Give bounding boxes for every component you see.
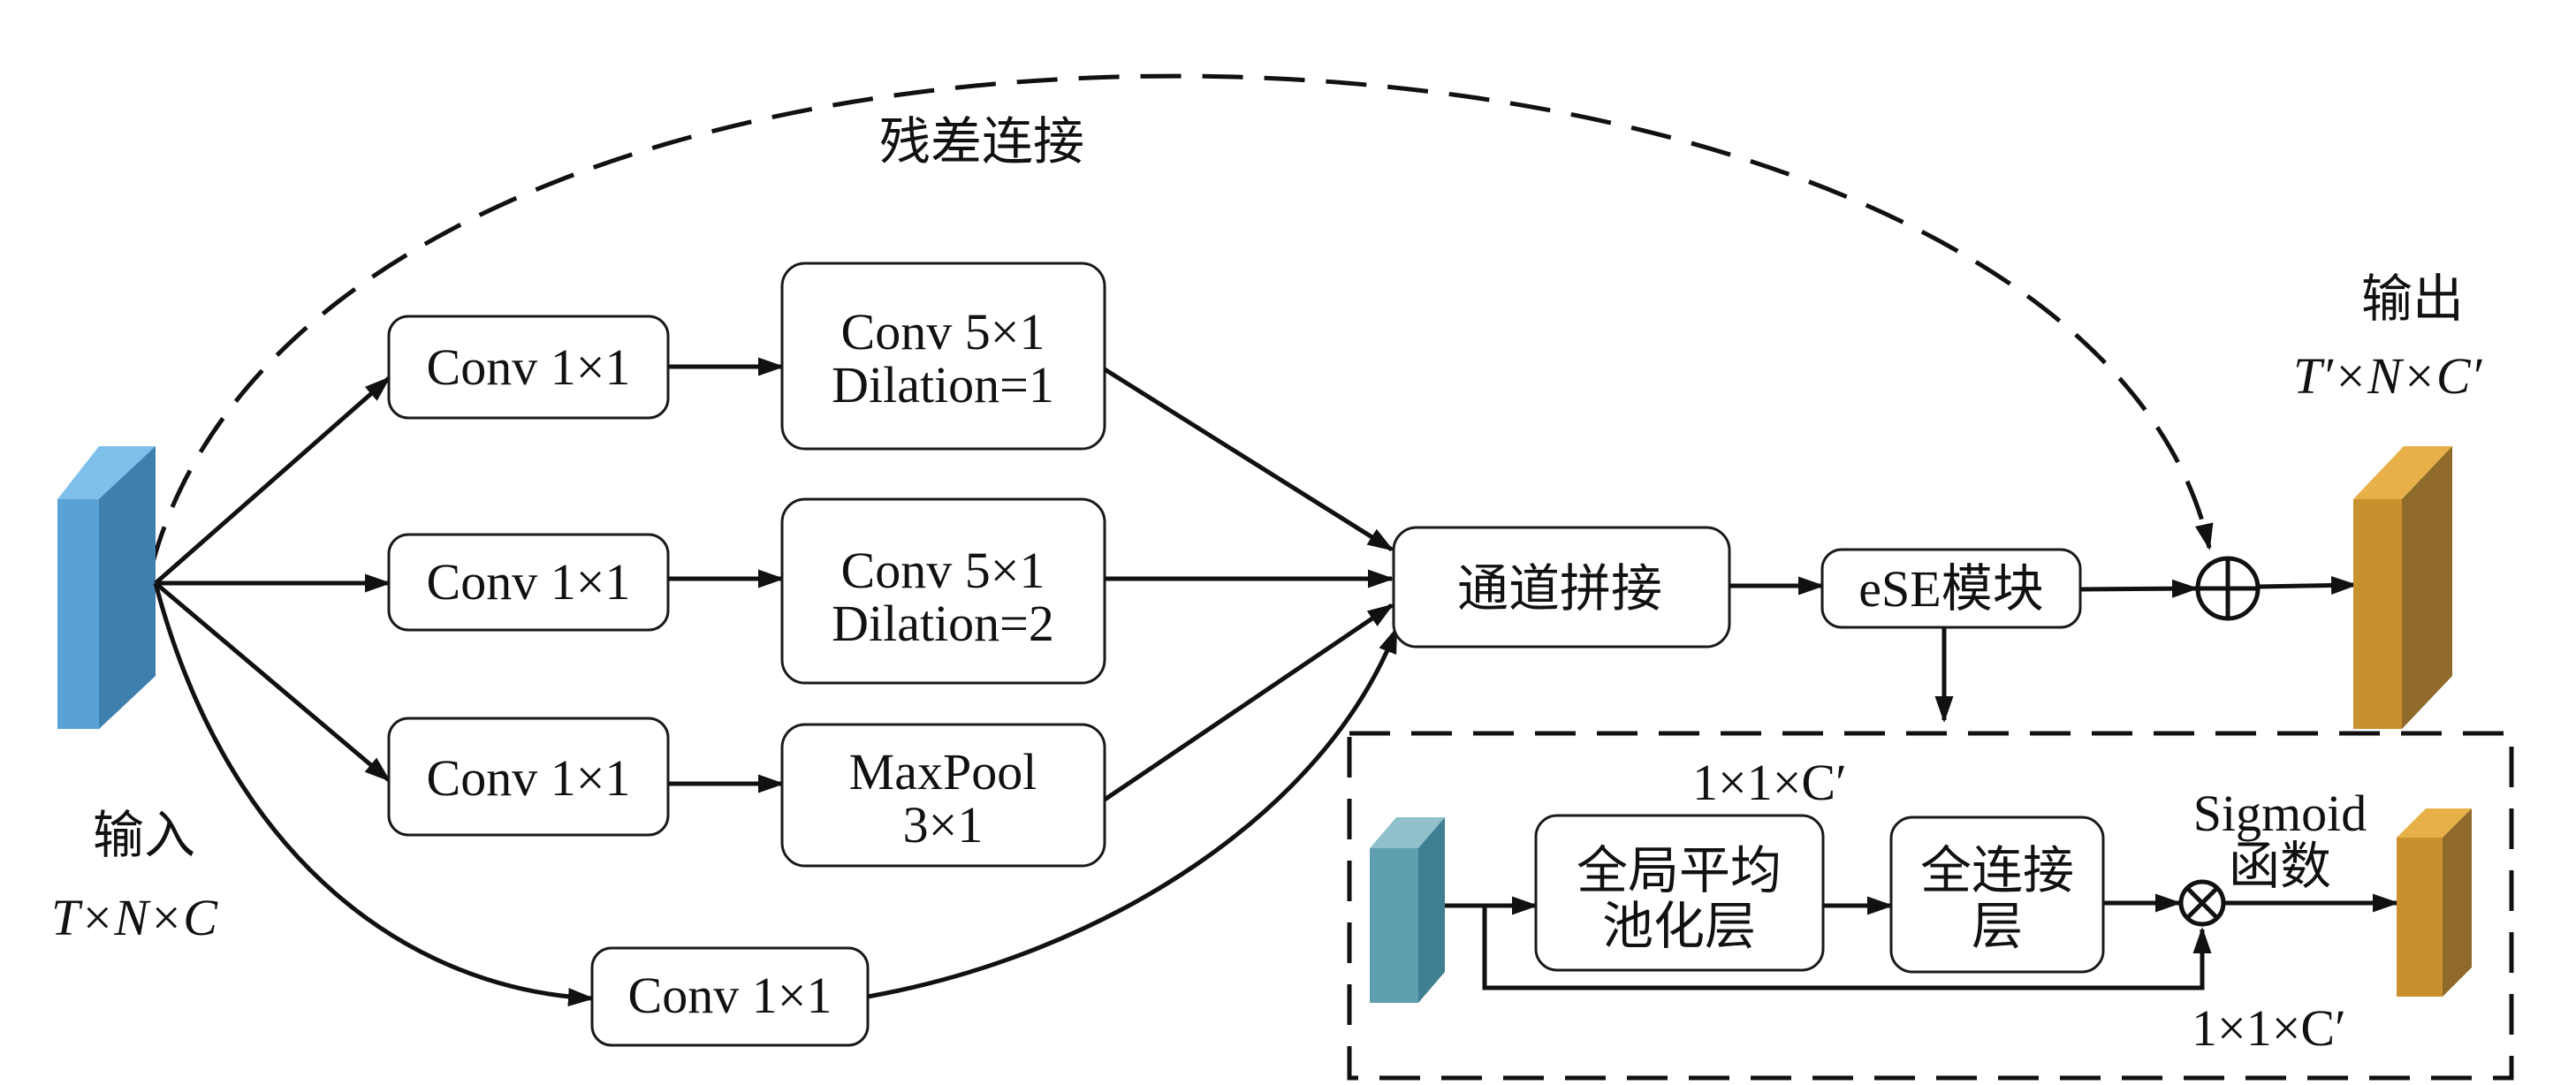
svg-text:全局平均: 全局平均 (1577, 842, 1782, 899)
input-tensor-front (57, 499, 99, 729)
svg-text:池化层: 池化层 (1602, 898, 1756, 955)
input-tensor-side (99, 446, 156, 729)
svg-text:MaxPool: MaxPool (849, 743, 1037, 800)
output-dims: T′×N×C′ (2293, 347, 2483, 405)
maxpool-box: MaxPool 3×1 (780, 723, 1106, 868)
conv1x1-box-b: Conv 1×1 (387, 533, 670, 632)
output-tensor-side (2402, 446, 2452, 729)
input-tensor (57, 446, 156, 729)
residual-label: 残差连接 (879, 113, 1084, 171)
arrow-input-to-conv-c (154, 581, 391, 782)
svg-text:Conv 1×1: Conv 1×1 (427, 338, 631, 396)
conv1x1-box-d: Conv 1×1 (590, 946, 870, 1047)
ese-detail-bottom-dims: 1×1×C′ (2192, 999, 2346, 1057)
elementwise-multiply-node (2178, 879, 2226, 927)
svg-text:全连接: 全连接 (1920, 842, 2074, 899)
ese-output-tensor (2397, 808, 2472, 997)
output-tensor-top (2353, 446, 2452, 499)
svg-text:Dilation=1: Dilation=1 (832, 356, 1054, 414)
svg-text:通道拼接: 通道拼接 (1457, 560, 1662, 618)
sigmoid-label-line2: 函数 (2229, 838, 2331, 895)
svg-text:Conv 5×1: Conv 5×1 (841, 542, 1045, 599)
output-label: 输出 (2361, 270, 2464, 328)
arrow-bypass-to-multiply (1482, 906, 2212, 990)
ese-detail-frame (1347, 731, 2514, 1081)
input-dims: T×N×C (51, 889, 218, 946)
svg-text:Dilation=2: Dilation=2 (832, 595, 1054, 652)
arrow-conv-d-to-concat (867, 626, 1399, 999)
global-avg-pool-box: 全局平均 池化层 (1534, 814, 1825, 972)
svg-text:3×1: 3×1 (903, 796, 984, 854)
arrow-input-to-conv-a (154, 376, 391, 585)
channel-concat-box: 通道拼接 (1392, 526, 1731, 649)
input-label: 输入 (93, 807, 195, 864)
arrow-ese-to-add (2079, 579, 2199, 598)
conv5x1-dilation2-box: Conv 5×1 Dilation=2 (780, 497, 1106, 685)
conv1x1-box-c: Conv 1×1 (387, 717, 670, 837)
svg-text:Conv 5×1: Conv 5×1 (841, 303, 1045, 360)
ese-module-box: eSE模块 (1820, 548, 2082, 629)
sigmoid-label-line1: Sigmoid (2193, 785, 2367, 842)
output-tensor (2353, 446, 2452, 729)
fully-connected-box: 全连接 层 (1889, 816, 2105, 974)
elementwise-add-node (2195, 556, 2261, 621)
arrow-maxpool-to-concat (1103, 603, 1394, 802)
output-tensor-front (2353, 499, 2402, 729)
ese-detail-top-dims: 1×1×C′ (1692, 754, 1847, 811)
svg-text:Conv 1×1: Conv 1×1 (628, 967, 832, 1024)
residual-connection-path (149, 73, 2214, 566)
input-tensor-top (57, 446, 156, 499)
svg-text:层: 层 (1972, 898, 2023, 955)
svg-text:Conv 1×1: Conv 1×1 (427, 749, 631, 807)
svg-text:Conv 1×1: Conv 1×1 (427, 553, 631, 611)
arrow-add-to-output (2257, 575, 2358, 595)
conv5x1-dilation1-box: Conv 5×1 Dilation=1 (780, 262, 1106, 451)
arrow-dil1-to-concat (1103, 367, 1394, 552)
conv1x1-box-a: Conv 1×1 (387, 315, 670, 420)
svg-text:eSE模块: eSE模块 (1858, 560, 2043, 618)
ese-input-tensor (1370, 817, 1445, 1003)
arrow-input-to-conv-d (153, 582, 595, 1007)
